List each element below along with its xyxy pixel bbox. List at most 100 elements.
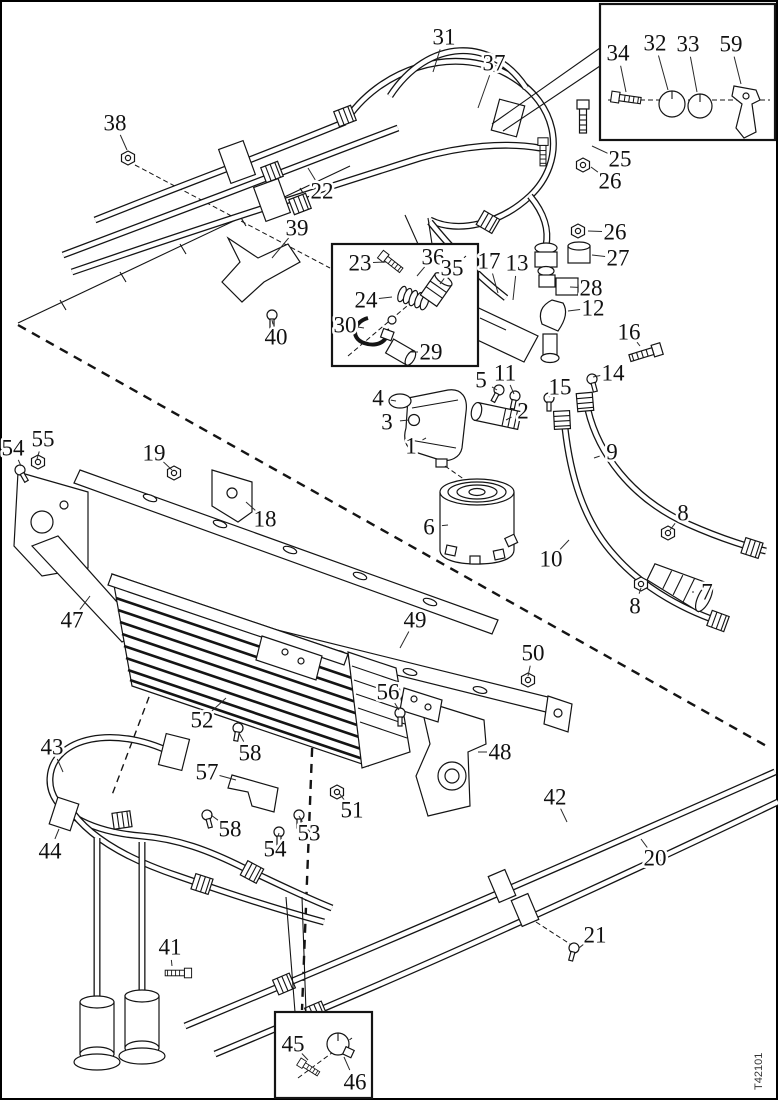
oil-cooler-52 (107, 573, 411, 769)
callout-35: 35 (441, 256, 464, 281)
callout-38: 38 (104, 111, 127, 136)
callout-28: 28 (580, 276, 603, 301)
callout-17: 17 (478, 249, 501, 274)
leader-line-10 (559, 539, 570, 550)
leader-line-50 (527, 665, 531, 677)
callout-32: 32 (644, 31, 667, 56)
figure-id: T42101 (753, 1053, 765, 1090)
leader-line-14 (592, 375, 601, 378)
leader-line-2 (505, 416, 512, 421)
callout-25: 25 (609, 147, 632, 172)
bolt-16 (627, 342, 664, 365)
callout-9: 9 (606, 440, 618, 465)
callout-45: 45 (282, 1032, 305, 1057)
leader-line-16 (636, 341, 641, 347)
callout-53: 53 (298, 821, 321, 846)
callout-27: 27 (607, 246, 630, 271)
callout-46: 46 (344, 1070, 367, 1095)
leader-line-51 (338, 792, 345, 800)
inset-boxes (273, 2, 777, 1100)
hoses-9-10 (552, 391, 767, 633)
callout-21: 21 (584, 923, 607, 948)
nut-8a (660, 525, 676, 541)
leader-line-30 (357, 326, 365, 329)
callout-23: 23 (349, 251, 372, 276)
callout-58: 58 (219, 817, 242, 842)
leader-line-54 (17, 459, 22, 467)
upper-tube-assembly (61, 47, 557, 329)
leader-line-6 (441, 524, 449, 527)
leader-line-54 (277, 832, 280, 837)
leader-line-58 (238, 732, 245, 742)
main-artwork (12, 47, 778, 1071)
leader-line-36 (416, 266, 426, 277)
oil-filter (439, 478, 519, 565)
leader-line-33 (689, 56, 698, 93)
nut-26a (575, 157, 591, 173)
plug-3 (407, 413, 421, 427)
leader-line-38 (119, 134, 128, 151)
callout-2: 2 (517, 399, 529, 424)
callout-24: 24 (355, 288, 379, 313)
callout-26: 26 (599, 169, 622, 194)
leader-line-44 (54, 828, 60, 840)
leader-line-20 (640, 838, 648, 848)
callout-10: 10 (540, 547, 563, 572)
nut-38 (120, 150, 136, 166)
coupler-right (118, 989, 166, 1065)
bracket-59 (731, 85, 761, 139)
leader-line-35 (439, 278, 445, 285)
callout-16: 16 (618, 320, 641, 345)
callout-43: 43 (41, 735, 64, 760)
leader-line-32 (657, 55, 669, 91)
inset-leader-lines (285, 47, 601, 1013)
leader-line-52 (211, 697, 227, 712)
leader-line-23 (372, 261, 387, 263)
screw-58b (200, 808, 216, 830)
leader-line-58 (210, 814, 220, 822)
leader-line-47 (79, 595, 91, 610)
support-rail-47 (12, 454, 499, 643)
callout-19: 19 (143, 441, 166, 466)
callout-5: 5 (475, 368, 487, 393)
coupler-left (73, 995, 121, 1071)
filter-head (388, 389, 523, 483)
bracket-48 (200, 672, 536, 846)
tubes-42-20 (183, 768, 778, 1058)
callout-39: 39 (286, 216, 309, 241)
leader-line-4 (390, 399, 397, 402)
callout-56: 56 (377, 680, 400, 705)
elbow-7 (646, 563, 714, 613)
callout-57: 57 (196, 760, 219, 785)
nut-26b (570, 223, 586, 239)
callout-20: 20 (644, 846, 667, 871)
leader-line-9 (593, 455, 600, 459)
leader-line-8 (669, 523, 676, 531)
callout-4: 4 (372, 386, 384, 411)
bolt-25 (576, 99, 590, 134)
fitting-28 (555, 277, 579, 296)
inset-fitting-detail-art (347, 249, 467, 366)
leader-line-26 (587, 230, 603, 233)
leader-line-1 (422, 437, 427, 441)
leader-line-31 (432, 49, 441, 73)
leader-line-49 (399, 631, 410, 649)
callout-30: 30 (334, 313, 357, 338)
callout-3: 3 (381, 410, 393, 435)
leader-line-21 (578, 942, 586, 949)
callout-31: 31 (433, 25, 456, 50)
leader-line-57 (219, 774, 237, 781)
callout-58: 58 (239, 741, 262, 766)
leader-line-26 (590, 166, 600, 174)
leader-line-46 (343, 1056, 351, 1071)
callout-33: 33 (677, 32, 700, 57)
screw-21 (565, 941, 581, 963)
callout-50: 50 (522, 641, 545, 666)
leader-line-37 (477, 75, 491, 109)
leader-line-42 (560, 808, 568, 823)
leader-line-5 (491, 386, 498, 391)
callout-48: 48 (489, 740, 512, 765)
callout-44: 44 (39, 839, 63, 864)
